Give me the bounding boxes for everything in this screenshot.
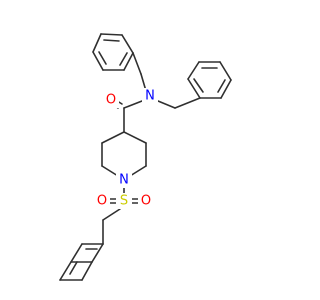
- benzyl-ring-bottom: [59, 243, 104, 281]
- bond: [103, 39, 120, 42]
- bond: [70, 243, 83, 263]
- bond: [102, 208, 121, 221]
- bond: [91, 243, 104, 263]
- bond: [92, 51, 104, 71]
- bond: [81, 261, 93, 281]
- piperidine-ring: [101, 131, 147, 177]
- bond: [119, 52, 128, 66]
- bond: [92, 33, 102, 53]
- label-background: [103, 92, 119, 108]
- bond: [187, 78, 201, 99]
- bond: [100, 33, 123, 36]
- bond: [123, 52, 134, 71]
- molecule-structure: N O N S O O: [59, 33, 232, 281]
- bond: [174, 97, 201, 109]
- bond: [220, 79, 232, 99]
- bond: [187, 61, 200, 80]
- bond: [129, 165, 147, 177]
- bond: [69, 261, 78, 275]
- label-background: [116, 193, 132, 209]
- bond: [121, 34, 134, 54]
- bond: [59, 261, 72, 281]
- bond: [217, 79, 226, 93]
- label-background: [116, 172, 132, 188]
- amide-nitrogen-label: N: [145, 89, 155, 104]
- benzyl-ring-top-right: [187, 61, 232, 99]
- label-background: [142, 88, 158, 104]
- bond: [132, 52, 142, 75]
- bond: [157, 100, 176, 109]
- bond: [123, 131, 147, 144]
- bond: [219, 61, 232, 81]
- bond: [98, 51, 107, 65]
- ring-nitrogen-label: N: [119, 173, 129, 188]
- bond: [101, 165, 119, 177]
- bond: [123, 100, 143, 109]
- structure-diagram: N O N S O O: [59, 33, 232, 281]
- benzyl-ring-top-left: [92, 33, 134, 71]
- bond: [101, 131, 125, 144]
- amide-oxygen-label: O: [106, 93, 116, 108]
- label-background: [138, 193, 154, 209]
- label-background: [94, 193, 110, 209]
- sulfur-label: S: [120, 194, 128, 209]
- sulfonyl-oxygen-right-label: O: [141, 194, 151, 209]
- bond: [193, 78, 204, 93]
- sulfonyl-oxygen-left-label: O: [97, 194, 107, 209]
